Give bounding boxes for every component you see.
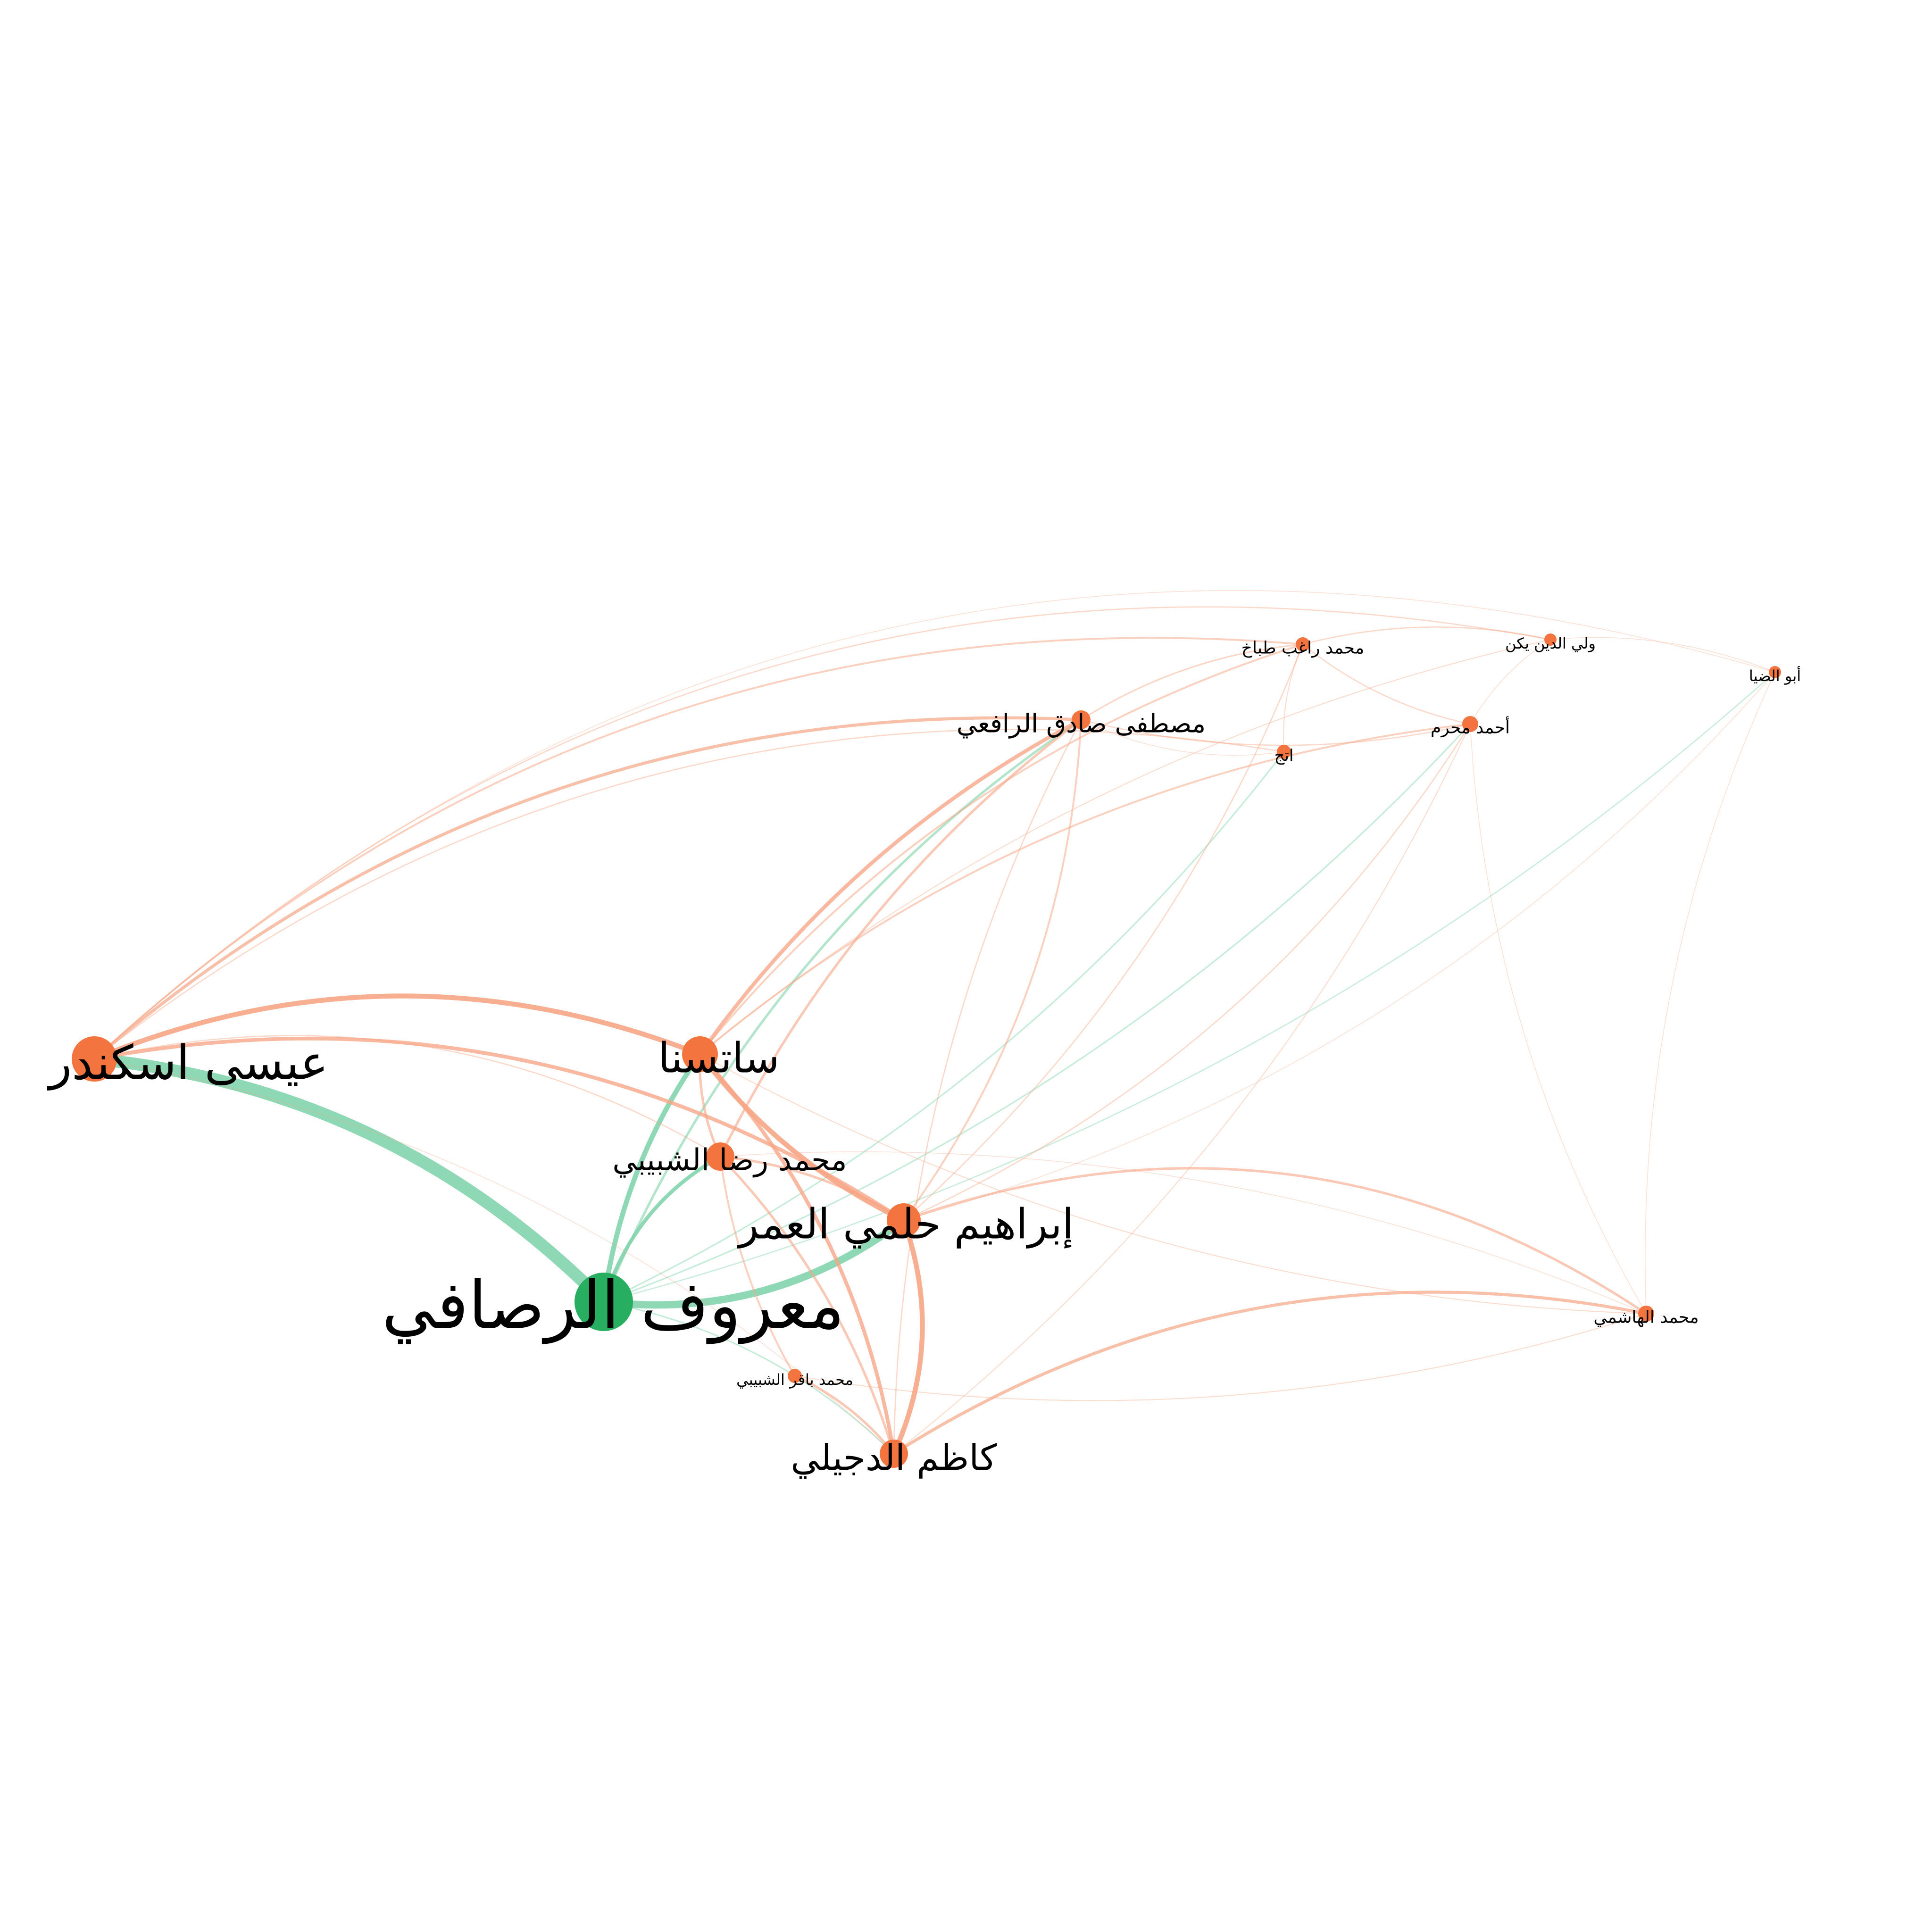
- edge-ie-wy: [93, 606, 1551, 1060]
- edge-ih-ms: [903, 719, 1082, 1221]
- node-label-am: أحمد محرم: [1431, 716, 1510, 738]
- node-aj[interactable]: [1277, 745, 1291, 759]
- edge-sa-mt: [699, 643, 1304, 1055]
- edge-ms-mt: [1080, 643, 1304, 721]
- node-label-ih: إبراهيم حلمي العمر: [737, 1200, 1074, 1249]
- edge-mh-mr: [720, 1151, 1647, 1314]
- edge-ma-ad: [603, 671, 1776, 1303]
- node-label-aj: اتج: [1274, 746, 1294, 765]
- edge-ie-ih: [92, 1036, 906, 1222]
- node-ie[interactable]: [72, 1036, 117, 1082]
- edge-mt-am: [1302, 643, 1471, 725]
- edge-kd-mb: [793, 1374, 895, 1455]
- edge-ie-sa: [92, 993, 703, 1062]
- node-kd[interactable]: [880, 1440, 908, 1468]
- edge-ie-aj: [93, 729, 1285, 1060]
- edge-ih-mr: [719, 1155, 905, 1222]
- node-ih[interactable]: [887, 1203, 921, 1237]
- edge-mr-mb: [719, 1156, 796, 1377]
- edge-kd-ms: [893, 719, 1082, 1455]
- node-mh[interactable]: [1638, 1306, 1654, 1322]
- node-ms[interactable]: [1072, 710, 1091, 729]
- edge-kd-mh: [892, 1291, 1648, 1456]
- node-ad[interactable]: [1769, 666, 1781, 678]
- nodes-layer: [72, 633, 1781, 1468]
- node-label-ms: مصطفى صادق الرافعي: [957, 709, 1206, 739]
- node-label-mr: محمد رضا الشبيبي: [612, 1143, 847, 1178]
- edge-ih-kd: [891, 1217, 925, 1457]
- edge-ms-am: [1080, 719, 1471, 746]
- edge-ma-kd: [603, 1301, 895, 1455]
- node-label-kd: كاظم الدجيلي: [791, 1437, 997, 1479]
- node-label-ie: عيسى اسكندر: [47, 1035, 328, 1091]
- node-label-mh: محمد الهاشمي: [1593, 1308, 1699, 1327]
- edge-aj-ms: [1081, 719, 1284, 756]
- edge-ih-ad: [903, 672, 1775, 1221]
- node-am[interactable]: [1462, 716, 1478, 732]
- node-mb[interactable]: [788, 1369, 802, 1383]
- node-sa[interactable]: [682, 1036, 718, 1072]
- edge-mr-ms: [719, 718, 1083, 1158]
- edge-sa-am: [699, 723, 1471, 1055]
- edge-sa-kd: [698, 1052, 896, 1456]
- node-label-ad: أبو الضيا: [1749, 666, 1801, 685]
- edge-ie-ms: [92, 716, 1083, 1061]
- node-label-sa: ساتسنا: [658, 1034, 780, 1083]
- edge-ma-ie: [88, 1053, 610, 1308]
- edge-ie-ad: [94, 590, 1775, 1059]
- edge-ad-mh: [1645, 672, 1775, 1314]
- edge-sa-ms: [698, 718, 1083, 1056]
- labels-layer: معروف الرصافي عيسى اسكندر ساتسنا إبراهيم حل…: [47, 634, 1801, 1479]
- edge-ma-ih: [600, 1216, 908, 1309]
- edge-ie-mr: [93, 1035, 721, 1158]
- edges-layer: [88, 590, 1776, 1457]
- edge-kd-am: [893, 723, 1471, 1455]
- edge-ie-mt: [93, 637, 1304, 1060]
- edge-ma-ms: [602, 718, 1083, 1303]
- node-label-mt: محمد راغب طباخ: [1241, 639, 1364, 658]
- edge-am-mh: [1470, 724, 1647, 1314]
- edge-mh-mb: [794, 1313, 1647, 1401]
- edge-wy-am: [1470, 639, 1551, 724]
- node-ma[interactable]: [575, 1273, 633, 1331]
- edge-mt-aj: [1282, 643, 1304, 753]
- node-mt[interactable]: [1296, 637, 1310, 651]
- node-label-ma: معروف الرصافي: [382, 1267, 845, 1345]
- edge-wy-ad: [1550, 637, 1775, 673]
- edge-sa-mh: [699, 1053, 1647, 1315]
- edge-ma-am: [603, 723, 1471, 1303]
- edge-ma-sa: [601, 1051, 703, 1305]
- edge-kd-mr: [719, 1155, 895, 1455]
- edge-ih-am: [903, 723, 1471, 1221]
- node-mr[interactable]: [706, 1142, 734, 1171]
- edge-ih-mh: [902, 1167, 1648, 1315]
- edge-sa-wy: [699, 639, 1551, 1055]
- node-label-mb: محمد باقر الشبيبي: [736, 1371, 853, 1389]
- edge-ih-mt: [903, 643, 1304, 1221]
- node-label-wy: ولي الدين يكن: [1505, 634, 1596, 652]
- edge-ma-aj: [603, 751, 1285, 1303]
- edge-mt-wy: [1302, 626, 1551, 645]
- node-wy[interactable]: [1544, 633, 1557, 646]
